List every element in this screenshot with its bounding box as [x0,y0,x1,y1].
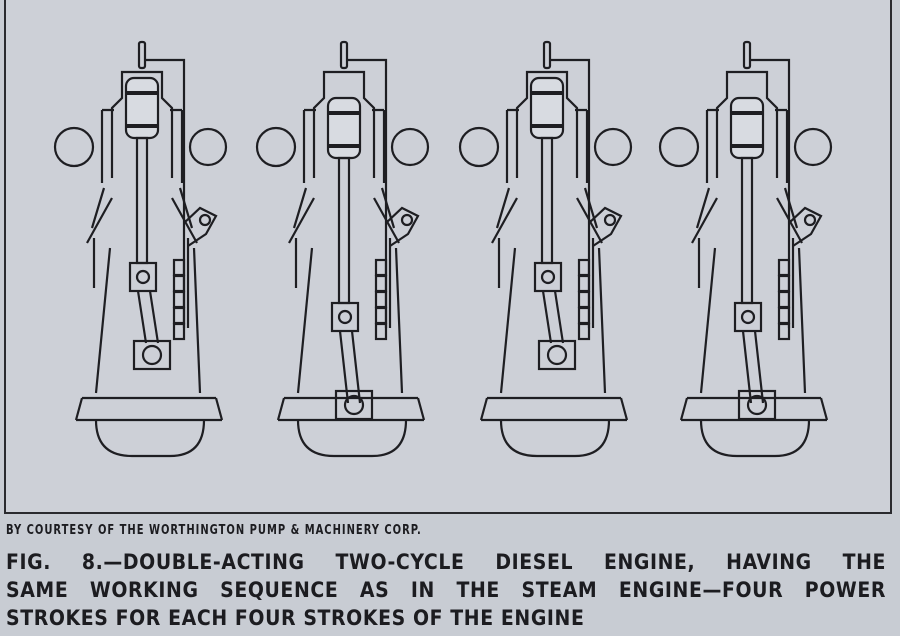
air-receiver-left [458,126,500,168]
crank [132,339,172,371]
air-receiver-right [793,127,833,167]
air-receiver-right [593,127,633,167]
figure-credit: BY COURTESY OF THE WORTHINGTON PUMP & MA… [6,522,422,538]
engine-illustration [4,0,892,514]
piston [529,76,565,140]
air-receiver-right [188,127,228,167]
piston [124,76,160,140]
air-receiver-left [53,126,95,168]
engine-drawings [53,40,833,458]
piston [729,96,765,160]
piston [326,96,362,160]
crank [537,339,577,371]
figure-caption: FIG. 8.—DOUBLE-ACTING TWO-CYCLE DIESEL E… [6,548,886,632]
engine-1 [53,40,228,458]
engine-4 [658,40,833,458]
air-receiver-right [390,127,430,167]
crosshead [733,301,763,333]
crosshead [128,261,158,293]
crosshead [330,301,360,333]
engine-2 [255,40,430,458]
caption-line-3: STROKES FOR EACH FOUR STROKES OF THE ENG… [6,606,585,630]
engine-3 [458,40,633,458]
crosshead [533,261,563,293]
air-receiver-left [255,126,297,168]
caption-line-2: SAME WORKING SEQUENCE AS IN THE STEAM EN… [6,578,886,602]
caption-line-1: FIG. 8.—DOUBLE-ACTING TWO-CYCLE DIESEL E… [6,550,886,574]
air-receiver-left [658,126,700,168]
